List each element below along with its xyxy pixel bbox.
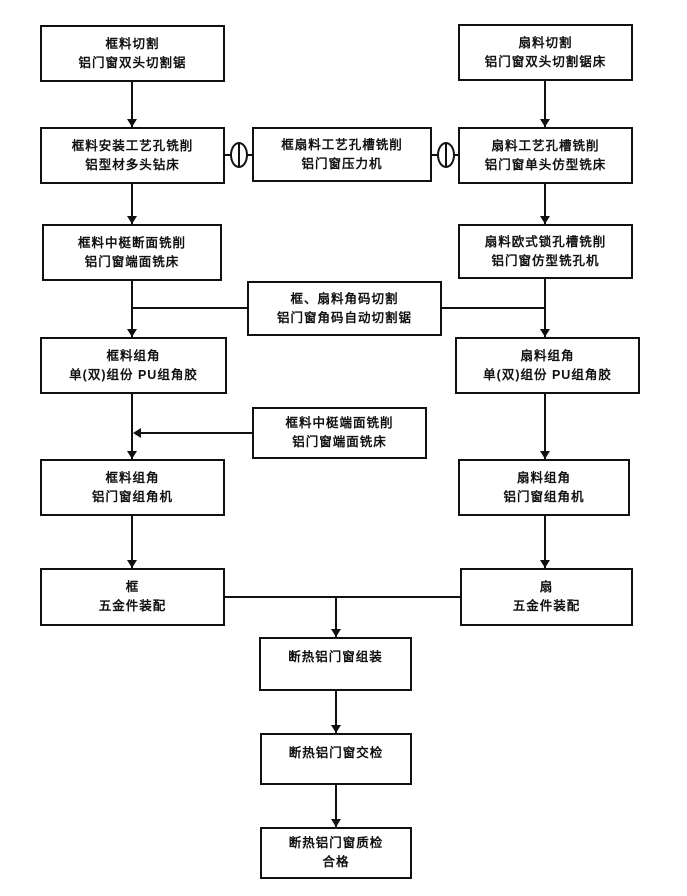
arrow-down-icon: [540, 329, 550, 337]
connector-line: [131, 394, 133, 459]
node-frame-hardware-assembly: 框 五金件装配: [40, 568, 225, 626]
node-label: 扇料欧式锁孔槽铣削: [484, 234, 607, 249]
node-frame-hole-milling: 框料安装工艺孔铣削 铝型材多头钻床: [40, 127, 225, 184]
node-label: 单(双)组份 PU组角胶: [483, 367, 612, 382]
node-assembly: 断热铝门窗组装: [259, 637, 412, 691]
node-label: 铝门窗双头切割锯: [78, 55, 187, 70]
connector-line: [131, 281, 133, 337]
connector-line: [335, 596, 337, 637]
arrow-down-icon: [127, 560, 137, 568]
arrow-down-icon: [331, 819, 341, 827]
node-label: 五金件装配: [512, 599, 581, 613]
node-sash-slot-milling: 扇料工艺孔槽铣削 铝门窗单头仿型铣床: [458, 127, 633, 184]
arrow-down-icon: [540, 216, 550, 224]
connector-line: [335, 785, 337, 827]
connector-line: [544, 184, 546, 224]
node-label: 扇料组角: [516, 470, 571, 485]
node-label: 铝门窗组角机: [91, 489, 173, 504]
node-label: 框料安装工艺孔铣削: [71, 138, 194, 153]
connector-line: [131, 82, 133, 127]
node-label: 合格: [322, 855, 350, 869]
node-frame-cutting: 框料切割 铝门窗双头切割锯: [40, 25, 225, 82]
arrow-down-icon: [127, 451, 137, 459]
arrow-down-icon: [331, 725, 341, 733]
node-label: 框料切割: [105, 36, 160, 51]
node-label: 框料中梃端面铣削: [285, 416, 394, 430]
node-label: 扇料切割: [518, 35, 573, 50]
node-label: 断热铝门窗质检: [288, 836, 384, 850]
node-label: 单(双)组份 PU组角胶: [69, 367, 198, 382]
connector-line: [141, 432, 252, 434]
node-label: 铝门窗双头切割锯床: [484, 54, 607, 69]
node-label: 框: [125, 580, 140, 594]
connector-line: [131, 184, 133, 224]
node-sash-cutting: 扇料切割 铝门窗双头切割锯床: [458, 24, 633, 81]
arrow-down-icon: [331, 629, 341, 637]
connector-line: [544, 516, 546, 568]
node-label: 铝门窗端面铣床: [292, 435, 387, 449]
arrow-down-icon: [127, 119, 137, 127]
connector-line: [442, 307, 545, 309]
node-quality-inspection: 断热铝门窗质检 合格: [260, 827, 412, 879]
arrow-left-icon: [133, 428, 141, 438]
connector-line: [131, 516, 133, 568]
node-frame-mullion-end-milling: 框料中梃端面铣削 铝门窗端面铣床: [252, 407, 427, 459]
node-frame-sash-slot-milling: 框扇料工艺孔槽铣削 铝门窗压力机: [252, 127, 432, 182]
node-label: 铝门窗压力机: [301, 156, 383, 171]
connector-line: [544, 279, 546, 337]
arrow-down-icon: [540, 451, 550, 459]
node-label: 铝门窗单头仿型铣床: [484, 157, 607, 172]
node-label: 五金件装配: [98, 599, 167, 613]
node-label: 框料组角: [105, 470, 160, 485]
node-label: 框料组角: [106, 348, 161, 363]
node-sash-corner-glue: 扇料组角 单(双)组份 PU组角胶: [455, 337, 640, 394]
connector-line: [225, 596, 460, 598]
arrow-down-icon: [540, 560, 550, 568]
process-junction-icon: [437, 142, 455, 168]
node-label: 铝型材多头钻床: [85, 157, 180, 172]
connector-line: [544, 394, 546, 459]
arrow-down-icon: [127, 329, 137, 337]
connector-line: [335, 691, 337, 733]
node-label: 框、扇料角码切割: [290, 291, 399, 306]
node-label: 框料中梃断面铣削: [77, 235, 186, 250]
node-frame-corner-glue: 框料组角 单(双)组份 PU组角胶: [40, 337, 227, 394]
node-handover-inspection: 断热铝门窗交检: [260, 733, 412, 785]
connector-line: [132, 307, 247, 309]
node-label: 铝门窗组角机: [503, 489, 585, 504]
node-label: 扇料组角: [520, 348, 575, 363]
node-label: 框扇料工艺孔槽铣削: [281, 137, 403, 152]
process-junction-icon: [230, 142, 248, 168]
arrow-down-icon: [127, 216, 137, 224]
node-label: 断热铝门窗组装: [288, 650, 383, 664]
node-sash-hardware-assembly: 扇 五金件装配: [460, 568, 633, 626]
node-corner-key-cutting: 框、扇料角码切割 铝门窗角码自动切割锯: [247, 281, 442, 336]
node-sash-lock-slot-milling: 扇料欧式锁孔槽铣削 铝门窗仿型铣孔机: [458, 224, 633, 279]
node-label: 扇料工艺孔槽铣削: [491, 138, 600, 153]
connector-line: [544, 81, 546, 127]
node-sash-corner-crimping: 扇料组角 铝门窗组角机: [458, 459, 630, 516]
node-label: 断热铝门窗交检: [288, 746, 384, 760]
node-frame-mullion-section-milling: 框料中梃断面铣削 铝门窗端面铣床: [42, 224, 222, 281]
node-label: 扇: [539, 580, 554, 594]
node-label: 铝门窗仿型铣孔机: [491, 253, 600, 268]
node-frame-corner-crimping: 框料组角 铝门窗组角机: [40, 459, 225, 516]
node-label: 铝门窗角码自动切割锯: [276, 310, 412, 325]
arrow-down-icon: [540, 119, 550, 127]
node-label: 铝门窗端面铣床: [84, 254, 180, 269]
